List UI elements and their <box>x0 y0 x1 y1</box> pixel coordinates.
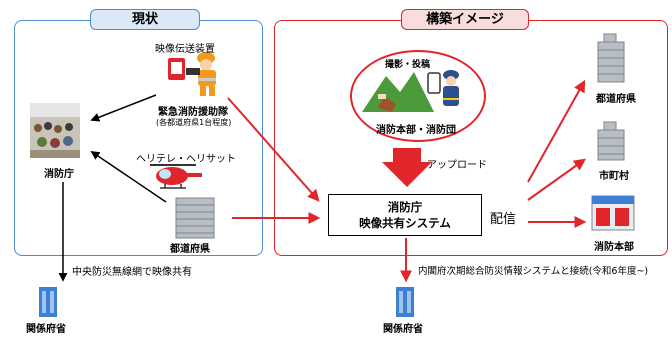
arrow-to-municipality <box>527 158 586 201</box>
ministries-label-left: 関係府省 <box>26 324 66 335</box>
prefecture-label-left: 都道府県 <box>170 244 210 255</box>
fire-hq-label: 消防本部 <box>594 242 634 253</box>
hq-label: 消防本部・消防団 <box>376 125 456 136</box>
cabinet-connection-label: 内閣府次期総合防災情報システムと接続(令和6年度~) <box>418 266 649 277</box>
upload-label: アップロード <box>427 160 487 171</box>
arrow-rescue-to-system <box>227 97 320 202</box>
municipality-building-icon <box>597 121 625 161</box>
fdma-room-photo-icon <box>30 103 80 158</box>
rescue-team-label: 緊急消防援助隊 <box>158 107 228 118</box>
future-image-tab: 構築イメージ <box>401 9 529 30</box>
ministries-building-right-icon <box>396 287 414 317</box>
rescuer-icon <box>186 52 216 96</box>
arrow-prefecture-to-fdma <box>90 150 167 203</box>
system-title: 消防庁 <box>387 200 423 214</box>
municipality-label: 市町村 <box>599 171 629 182</box>
prefecture-label-right: 都道府県 <box>596 94 636 105</box>
ministries-label-right: 関係府省 <box>383 324 423 335</box>
video-device-label: 映像伝送装置 <box>155 44 215 55</box>
rescue-team-note: (各都道府県1台程度) <box>156 118 232 127</box>
video-device-icon <box>168 58 185 80</box>
fire-station-icon <box>591 195 635 231</box>
firefighter-icon <box>443 70 459 106</box>
prefecture-building-icon <box>175 197 215 239</box>
smartphone-icon <box>427 72 441 94</box>
landslide-mountain-icon <box>362 72 434 112</box>
microwave-label: 中央防災無線網で映像共有 <box>72 267 192 278</box>
video-sharing-system-box: 消防庁 映像共有システム <box>328 194 482 236</box>
ministries-building-icon <box>39 287 57 317</box>
arrow-rescue-to-fdma <box>90 94 157 122</box>
shoot-post-label: 撮影・投稿 <box>385 60 431 70</box>
system-subtitle: 映像共有システム <box>359 216 451 230</box>
fdma-label: 消防庁 <box>44 169 74 180</box>
upload-arrow <box>382 148 432 187</box>
heli-label: ヘリテレ・ヘリサット <box>136 154 236 165</box>
distribute-label: 配信 <box>490 212 517 227</box>
helicopter-icon <box>150 164 202 189</box>
current-state-tab: 現状 <box>90 9 200 30</box>
prefecture-building-right-icon <box>597 33 625 83</box>
arrow-to-prefecture <box>527 79 586 183</box>
